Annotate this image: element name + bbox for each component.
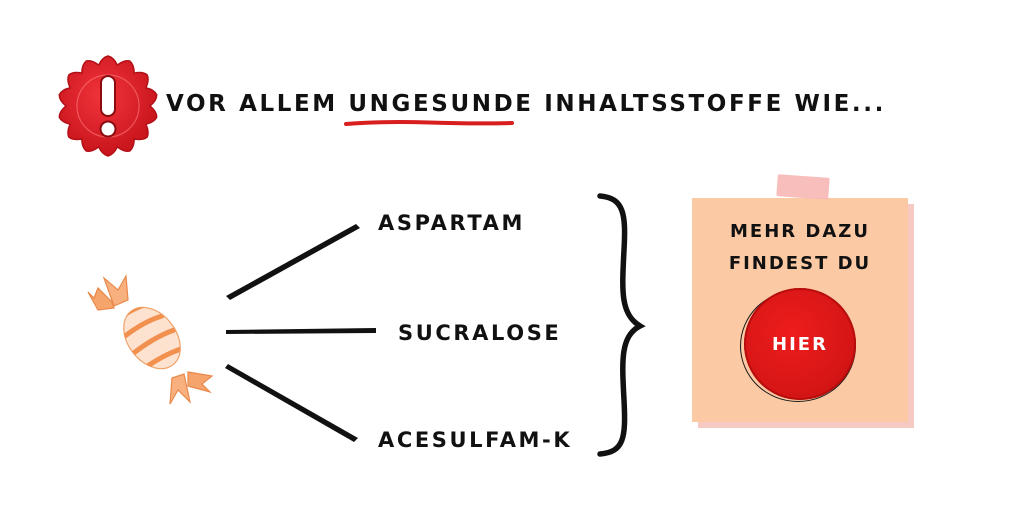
connector-line-top bbox=[226, 224, 360, 300]
ingredient-sucralose: SUCRALOSE bbox=[398, 321, 562, 345]
headline-emphasis-text: UNGESUNDE bbox=[348, 91, 534, 117]
ingredient-aspartam: ASPARTAM bbox=[378, 211, 525, 235]
headline-emphasis: UNGESUNDE bbox=[344, 88, 534, 126]
connector-line-middle bbox=[226, 328, 376, 334]
connector-lines bbox=[225, 224, 376, 442]
headline-text-before: VOR ALLEM bbox=[166, 91, 349, 117]
tape bbox=[776, 174, 830, 200]
connector-line-bottom bbox=[225, 364, 358, 442]
hier-button[interactable]: HIER bbox=[744, 288, 856, 400]
note-line-2: FINDEST DU bbox=[728, 253, 872, 274]
red-underline bbox=[344, 120, 515, 126]
hier-button-label: HIER bbox=[772, 333, 828, 355]
note-text: MEHR DAZU FINDEST DU bbox=[692, 216, 908, 280]
candy-icon bbox=[87, 274, 214, 405]
headline: VOR ALLEM UNGESUNDE INHALTSSTOFFE WIE... bbox=[166, 88, 886, 126]
exclamation-badge-icon bbox=[58, 55, 158, 157]
ingredient-acesulfam-k: ACESULFAM-K bbox=[378, 428, 573, 452]
headline-text-after: INHALTSSTOFFE WIE... bbox=[533, 91, 886, 117]
curly-brace bbox=[597, 193, 646, 457]
note-line-1: MEHR DAZU bbox=[730, 221, 870, 242]
